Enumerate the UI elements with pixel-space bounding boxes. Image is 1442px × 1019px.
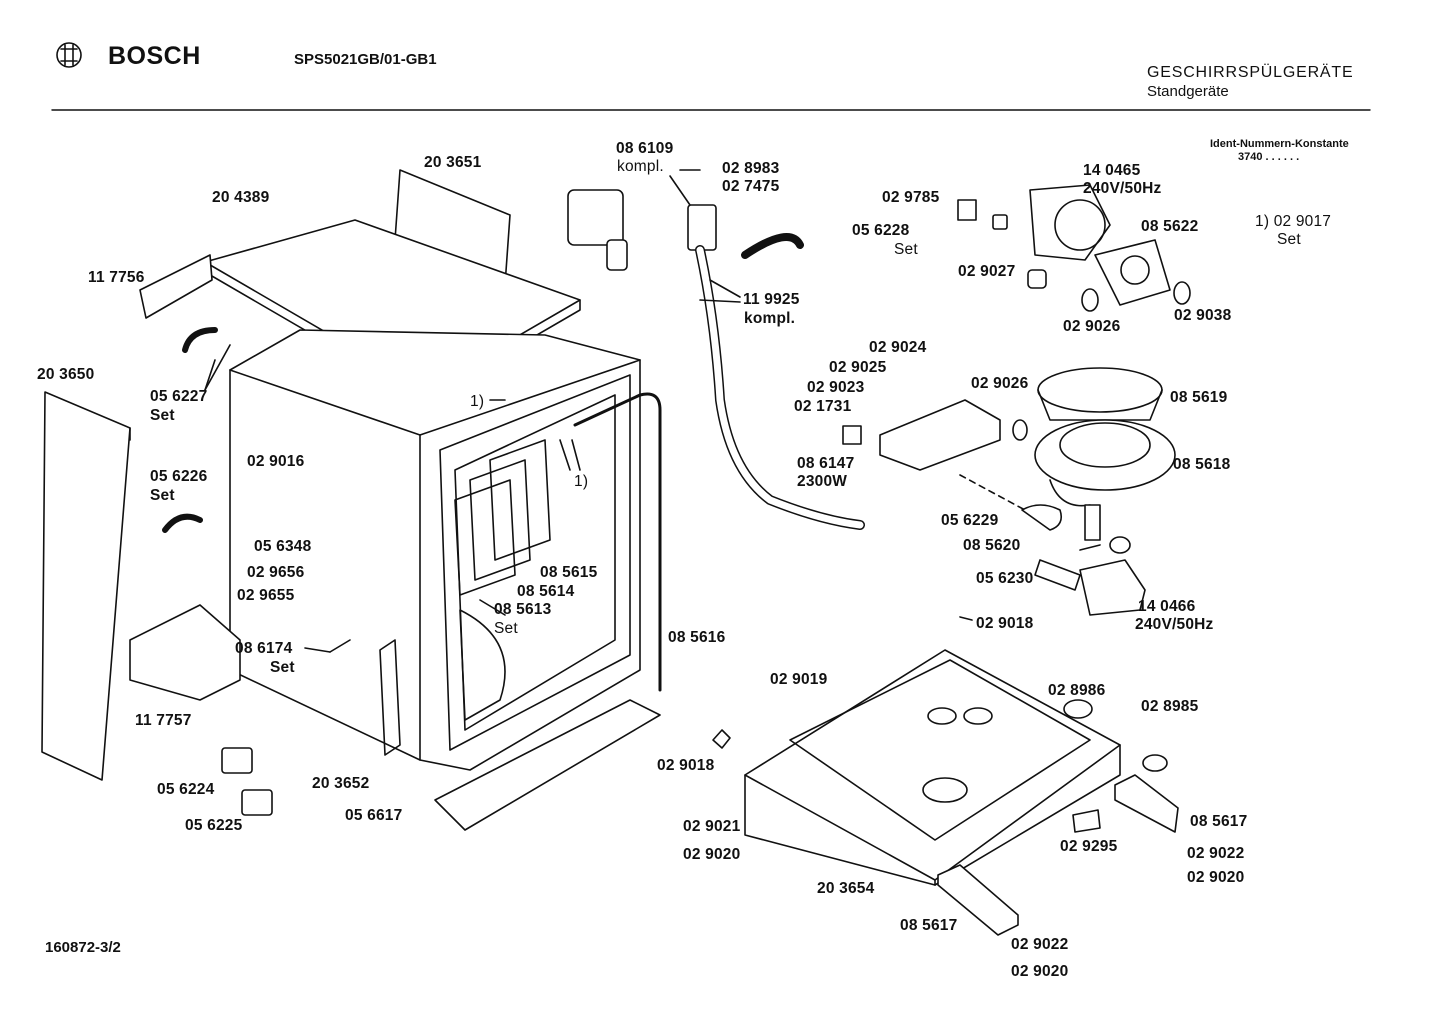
- part-label: 02 9022: [1187, 845, 1245, 862]
- model-number: SPS5021GB/01-GB1: [294, 51, 437, 68]
- part-label: 02 9026: [971, 375, 1029, 392]
- part-label: 05 6348: [254, 538, 312, 555]
- part-label: 08 5620: [963, 537, 1021, 554]
- part-label: 11 7756: [88, 269, 145, 286]
- part-label: 02 9038: [1174, 307, 1232, 324]
- part-label: 08 5619: [1170, 389, 1228, 406]
- drain-pump: [1079, 559, 1146, 616]
- part-label: 08 6109: [616, 140, 674, 157]
- part-label: 02 9019: [770, 671, 828, 688]
- part-label: 02 9026: [1063, 318, 1121, 335]
- part-label: 02 9025: [829, 359, 887, 376]
- part-label: 02 1731: [794, 398, 852, 415]
- part-label: 02 9024: [869, 339, 927, 356]
- part-label: 02 9021: [683, 818, 741, 835]
- part-label: Set: [150, 407, 175, 424]
- tub-body: [229, 329, 641, 771]
- part-label: 05 6226: [150, 468, 208, 485]
- part-label: 02 8983: [722, 160, 780, 177]
- part-label: 02 7475: [722, 178, 780, 195]
- bosch-logo-icon: [56, 42, 82, 68]
- part-label: 20 3650: [37, 366, 95, 383]
- inlet-box: [567, 189, 624, 246]
- part-label: 08 5617: [1190, 813, 1248, 830]
- part-label: Set: [270, 659, 295, 676]
- part-label: kompl.: [617, 158, 664, 175]
- part-label: 1): [470, 393, 485, 410]
- part-label: 08 5617: [900, 917, 958, 934]
- part-label: 11 9925: [743, 291, 800, 308]
- part-label: 02 9023: [807, 379, 865, 396]
- part-label: Set: [894, 241, 918, 258]
- part-label: 02 9020: [1011, 963, 1069, 980]
- bracket-117756: [139, 254, 213, 319]
- ident-value: 3740 . . . . . .: [1238, 151, 1300, 163]
- category-title: GESCHIRRSPÜLGERÄTE: [1147, 64, 1354, 81]
- part-label: 05 6230: [976, 570, 1034, 587]
- part-label: 05 6224: [157, 781, 215, 798]
- part-label: 02 9016: [247, 453, 305, 470]
- part-label: 02 9022: [1011, 936, 1069, 953]
- part-label: 05 6617: [345, 807, 403, 824]
- insulation-block: [129, 604, 241, 701]
- part-label: 02 9018: [976, 615, 1034, 632]
- part-label: 08 5614: [517, 583, 575, 600]
- part-label: 2300W: [797, 473, 848, 490]
- part-label: 240V/50Hz: [1135, 616, 1214, 633]
- part-label: 02 8985: [1141, 698, 1199, 715]
- ident-label: Ident-Nummern-Konstante: [1210, 138, 1349, 150]
- part-label: 1): [574, 473, 589, 490]
- part-label: 02 9018: [657, 757, 715, 774]
- part-label: 08 6147: [797, 455, 855, 472]
- part-label: Set: [150, 487, 175, 504]
- part-label: 02 8986: [1048, 682, 1106, 699]
- sump: [1034, 419, 1176, 491]
- part-label: 08 5618: [1173, 456, 1231, 473]
- part-label: 02 9295: [1060, 838, 1118, 855]
- part-label: 05 6228: [852, 222, 910, 239]
- part-label: 08 5615: [540, 564, 598, 581]
- part-label: 02 9020: [683, 846, 741, 863]
- part-label: 14 0466: [1138, 598, 1196, 615]
- bottom-strip: [434, 699, 661, 831]
- part-label: 02 9656: [247, 564, 305, 581]
- part-label: 20 3654: [817, 880, 875, 897]
- part-label: 05 6227: [150, 388, 208, 405]
- part-label: 14 0465: [1083, 162, 1141, 179]
- part-label: 02 9785: [882, 189, 940, 206]
- subcategory-title: Standgeräte: [1147, 83, 1229, 100]
- side-panel-left: [41, 391, 131, 781]
- footnote-set: Set: [1277, 231, 1301, 248]
- drawing-number: 160872-3/2: [45, 939, 121, 956]
- part-label: 02 9020: [1187, 869, 1245, 886]
- brand-name: BOSCH: [108, 42, 201, 70]
- heater: [879, 399, 1001, 471]
- part-label: 20 3652: [312, 775, 370, 792]
- footnote-label: 1) 02 9017: [1255, 213, 1332, 230]
- part-label: 240V/50Hz: [1083, 180, 1162, 197]
- part-label: 08 5613: [494, 601, 552, 618]
- part-label: 02 9655: [237, 587, 295, 604]
- part-label: 20 3651: [424, 154, 482, 171]
- part-label: Set: [494, 620, 518, 637]
- part-label: 11 7757: [135, 712, 192, 729]
- part-label: kompl.: [744, 310, 796, 327]
- part-label: 20 4389: [212, 189, 270, 206]
- part-label: 08 6174: [235, 640, 293, 657]
- part-label: 08 5622: [1141, 218, 1199, 235]
- part-label: 05 6225: [185, 817, 243, 834]
- filter-ring: [1037, 367, 1163, 413]
- part-label: 02 9027: [958, 263, 1016, 280]
- part-label: 08 5616: [668, 629, 726, 646]
- part-label: 05 6229: [941, 512, 999, 529]
